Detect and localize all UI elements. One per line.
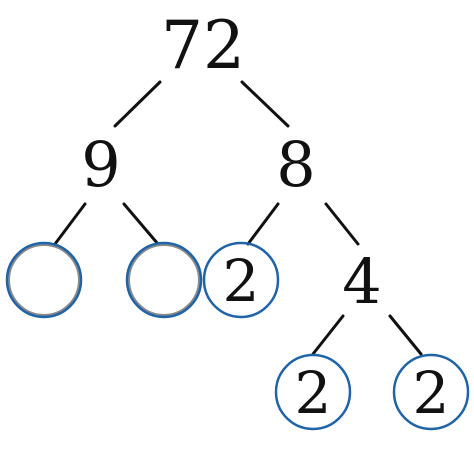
branch-4-to-2-right xyxy=(388,314,423,356)
branch-72-to-9 xyxy=(113,80,162,128)
prime-circle-right-right-left: 2 xyxy=(274,353,352,431)
branch-4-to-2-left xyxy=(311,314,345,356)
node-right-right-right: 2 xyxy=(413,359,450,427)
branch-8-to-2 xyxy=(246,202,280,246)
node-right-left: 2 xyxy=(223,247,260,315)
node-root: 72 xyxy=(161,7,245,84)
node-right-right-left: 2 xyxy=(295,359,332,427)
branch-9-to-left-left xyxy=(53,202,87,246)
prime-circle-right-left: 2 xyxy=(202,241,280,319)
branches xyxy=(53,80,423,356)
branch-8-to-4 xyxy=(324,202,360,246)
empty-prime-circle-left-left xyxy=(5,241,83,319)
branch-72-to-8 xyxy=(240,80,290,128)
empty-prime-circle-left-right xyxy=(125,241,203,319)
node-left: 9 xyxy=(81,128,120,201)
node-right-right: 4 xyxy=(342,245,381,318)
prime-circle-right-right-right: 2 xyxy=(392,353,470,431)
node-right: 8 xyxy=(276,128,315,201)
branch-9-to-left-right xyxy=(122,202,160,246)
